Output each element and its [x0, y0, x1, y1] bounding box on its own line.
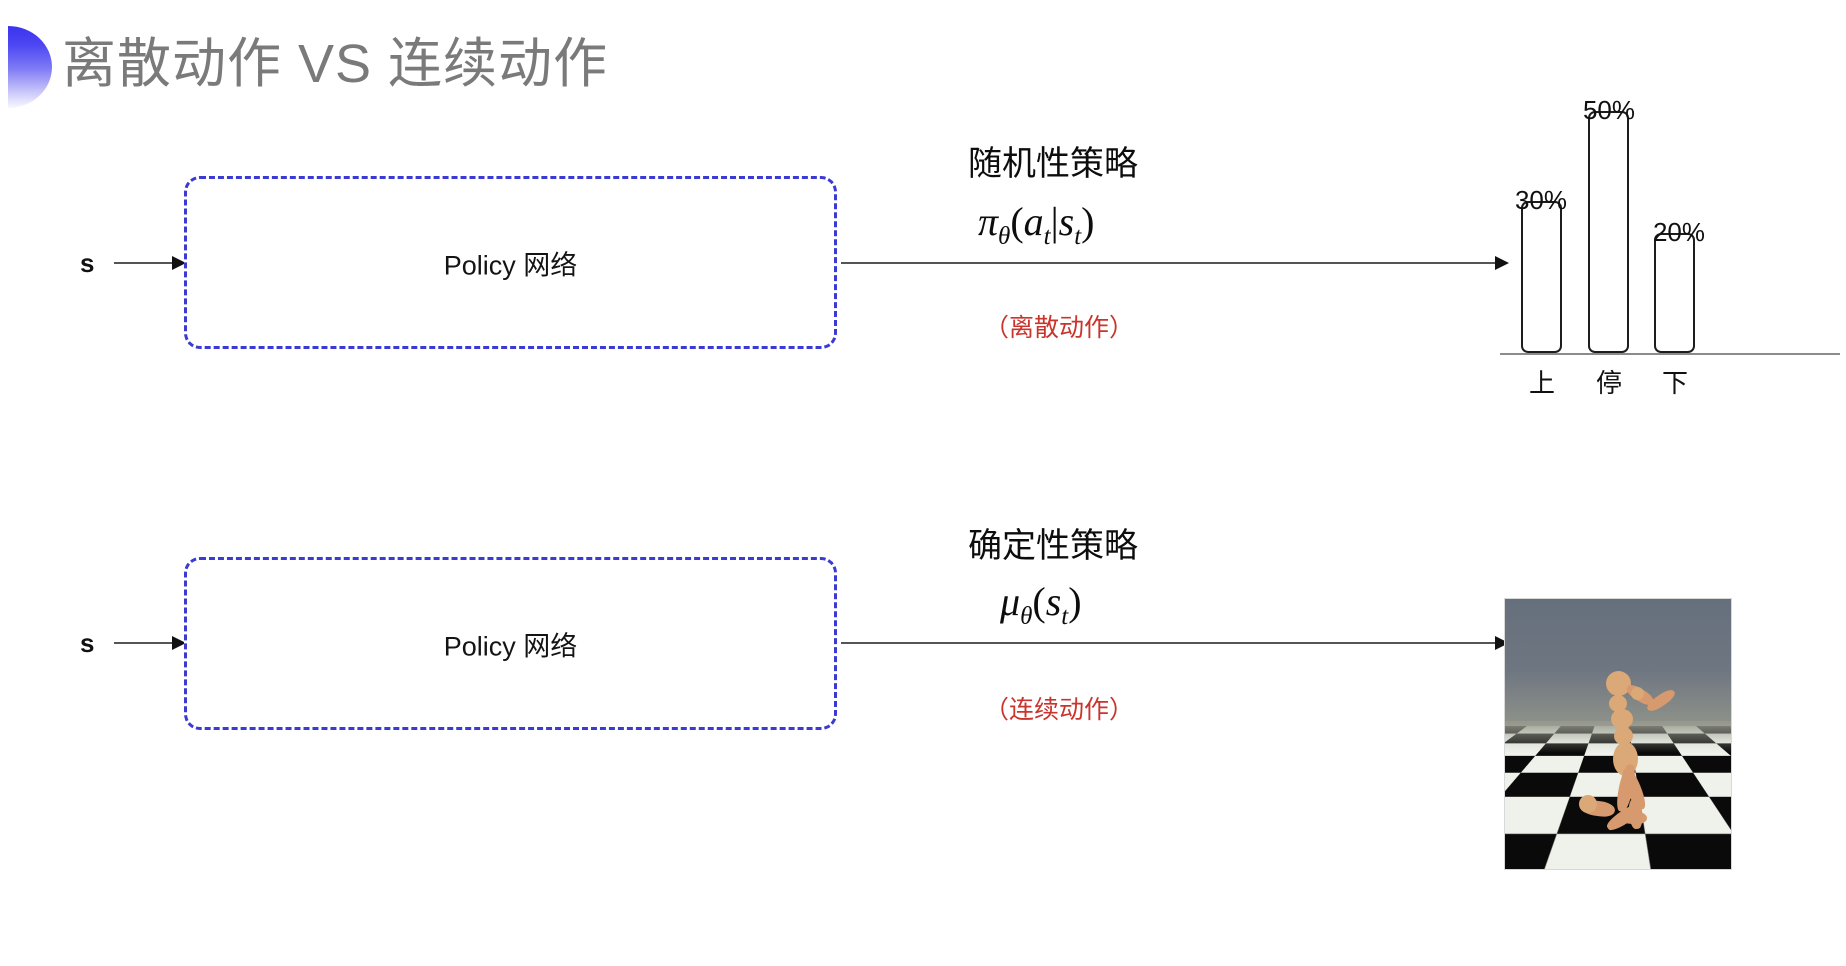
bar-category-stop: 停 [1595, 368, 1622, 398]
formula-conditional-bar: | [1050, 199, 1059, 244]
policy-type-title-continuous: 确定性策略 [968, 527, 1138, 565]
formula-open-paren: ( [1032, 579, 1046, 624]
chart-baseline-axis [1500, 353, 1840, 355]
arrow-shaft [114, 262, 172, 264]
arrow-head-icon [1495, 256, 1509, 270]
bar-up [1521, 201, 1562, 353]
action-type-note-discrete: （离散动作） [984, 314, 1135, 342]
input-state-label-continuous: s [80, 628, 95, 658]
bar-category-up: 上 [1528, 368, 1555, 398]
arrow-shaft [114, 642, 172, 644]
bar-value-down: 20% [1652, 217, 1706, 247]
policy-formula-discrete: πθ(at|st) [978, 198, 1094, 251]
policy-network-label: Policy 网络 [443, 250, 578, 280]
formula-arg2: s [1058, 199, 1075, 244]
humanoid-chest [1611, 709, 1633, 729]
formula-arg1: a [1023, 199, 1044, 244]
policy-network-box-continuous[interactable]: Policy 网络 [184, 557, 837, 730]
humanoid-left-ankle [1579, 795, 1597, 813]
action-probability-bar-chart: 30% 上 50% 停 20% 下 [1500, 95, 1846, 405]
output-arrow-discrete [841, 255, 1511, 271]
title-bullet-icon [8, 26, 52, 108]
formula-fn-sub: θ [1020, 603, 1033, 630]
bar-stop [1588, 111, 1629, 353]
arrow-head-icon [172, 636, 186, 650]
humanoid-abdomen [1614, 727, 1633, 745]
bar-value-up: 30% [1514, 185, 1568, 215]
bar-value-stop: 50% [1582, 95, 1636, 125]
policy-network-box-discrete[interactable]: Policy 网络 [184, 176, 837, 349]
action-type-note-continuous: （连续动作） [984, 696, 1135, 724]
formula-close-paren: ) [1081, 199, 1095, 244]
formula-arg1: s [1045, 579, 1062, 624]
arrow-head-icon [172, 256, 186, 270]
input-arrow-discrete [114, 255, 186, 271]
formula-open-paren: ( [1010, 199, 1024, 244]
humanoid-hand [1631, 687, 1644, 700]
arrow-shaft [841, 262, 1495, 264]
humanoid-simulation-image [1504, 598, 1732, 870]
formula-arg1-sub: t [1061, 603, 1069, 630]
page-title: 离散动作 VS 连续动作 [62, 34, 609, 94]
formula-close-paren: ) [1068, 579, 1082, 624]
formula-arg1-sub: t [1043, 223, 1051, 250]
policy-formula-continuous: μθ(st) [1000, 578, 1082, 631]
input-state-label-discrete: s [80, 248, 95, 278]
humanoid-figure [1505, 599, 1731, 869]
input-arrow-continuous [114, 635, 186, 651]
policy-network-label: Policy 网络 [443, 631, 578, 661]
bar-down [1654, 233, 1695, 353]
bottom-strip [0, 960, 1846, 966]
output-arrow-continuous [841, 635, 1511, 651]
humanoid-neck [1609, 695, 1627, 712]
arrow-shaft [841, 642, 1495, 644]
policy-type-title-discrete: 随机性策略 [968, 145, 1138, 183]
formula-fn-sub: θ [998, 223, 1011, 250]
bar-category-down: 下 [1661, 368, 1688, 398]
formula-fn: μ [1000, 579, 1021, 624]
formula-arg2-sub: t [1074, 223, 1082, 250]
formula-fn: π [978, 199, 999, 244]
